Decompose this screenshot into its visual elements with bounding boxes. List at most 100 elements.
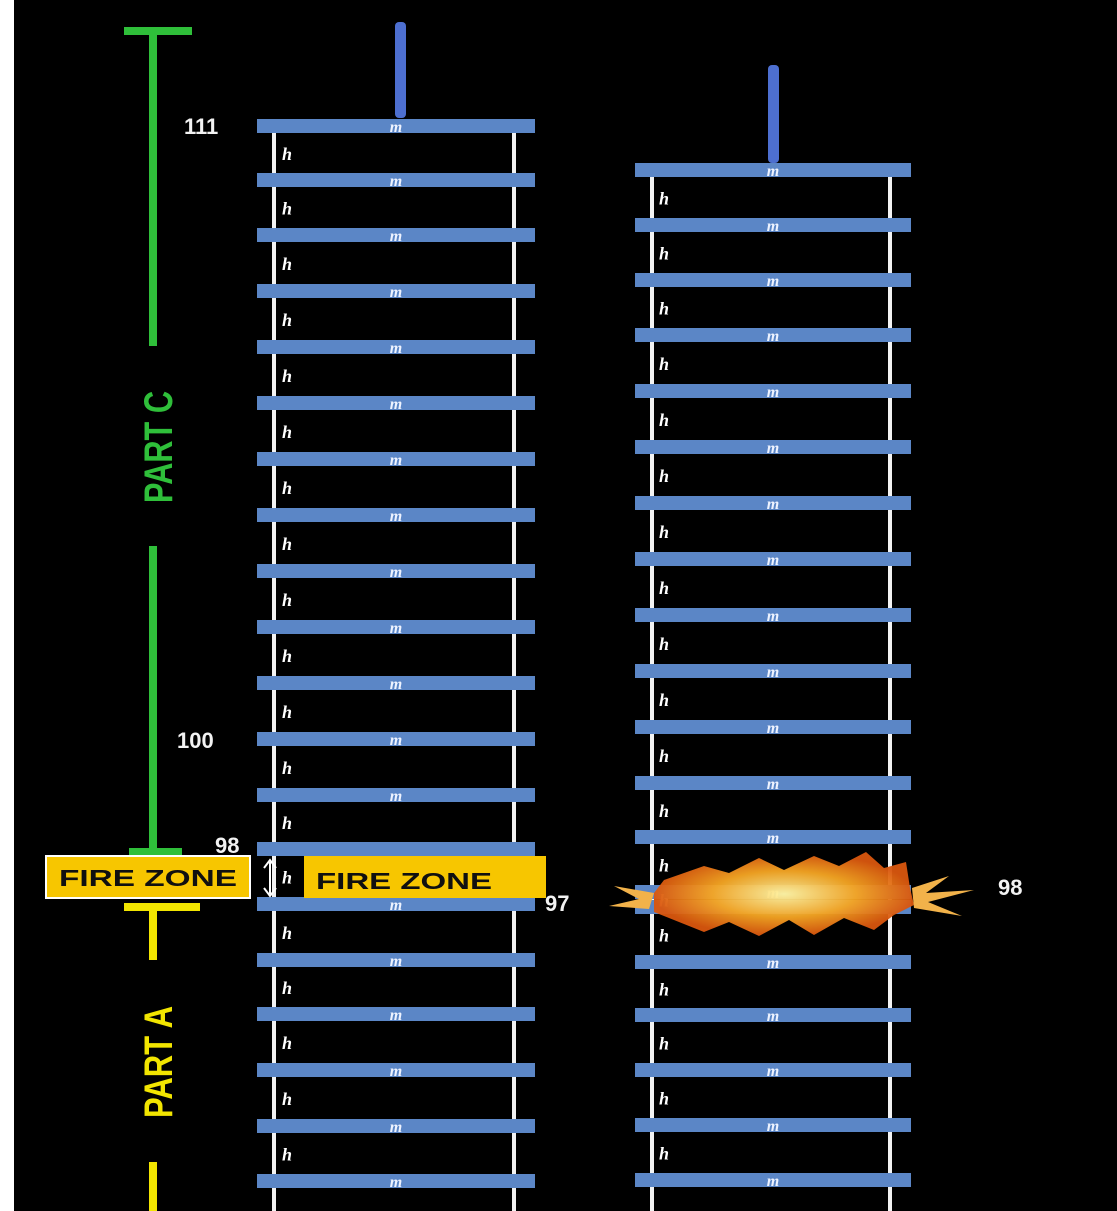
left-floor-slab: m (257, 228, 535, 245)
fire-zone-left-label: FIRE ZONE (59, 865, 237, 891)
right-story-h-label: h (659, 244, 669, 264)
right-story-h-label: h (659, 1034, 669, 1054)
left-antenna (395, 22, 406, 118)
right-floor-m-label: m (767, 440, 779, 457)
right-floor-m-label: m (767, 1118, 779, 1135)
left-floor-slab: m (257, 1063, 535, 1080)
left-floor-slab: m (257, 1119, 535, 1136)
right-floor-m-label: m (767, 328, 779, 345)
right-floor-m-label: m (767, 273, 779, 290)
right-story-h-label: h (659, 354, 669, 374)
right-story-h-label: h (659, 522, 669, 542)
left-floor-m-label: m (390, 284, 402, 301)
right-floor-m-label: m (767, 955, 779, 972)
right-story-h-label: h (659, 299, 669, 319)
right-story-h-label: h (659, 189, 669, 209)
left-floor-slab: m (257, 953, 535, 970)
left-floor-slab: m (257, 1007, 535, 1024)
left-story-h-label: h (282, 978, 292, 998)
right-floor-slab: m (635, 1063, 911, 1080)
right-floor-m-label: m (767, 776, 779, 793)
left-floor-slab: m (257, 732, 535, 749)
right-floor-slab: m (635, 1173, 911, 1190)
right-floor-slab: m (635, 552, 911, 569)
right-floor-slab: m (635, 720, 911, 737)
right-floor-m-label: m (767, 664, 779, 681)
right-floor-slab: m (635, 1008, 911, 1025)
left-story-h-label: h (282, 534, 292, 554)
fire-zone-center-label: FIRE ZONE (316, 868, 492, 894)
left-story-h-label: h (282, 646, 292, 666)
left-floor-slab: m (257, 119, 535, 136)
right-story-h-label: h (659, 410, 669, 430)
left-floor-m-label: m (390, 119, 402, 136)
right-story-h-label: h (659, 746, 669, 766)
floor-97-label: 97 (545, 891, 569, 916)
right-floor-slab: m (635, 608, 911, 625)
right-floor-m-label: m (767, 830, 779, 847)
left-story-h-label: h (282, 310, 292, 330)
right-story-h-label: h (659, 690, 669, 710)
part-a-label: PART A (137, 1006, 181, 1118)
fire-burst (609, 852, 974, 936)
right-story-h-label: h (659, 1089, 669, 1109)
right-floor-slab: m (635, 1118, 911, 1135)
floor-111-label: 111 (184, 114, 218, 139)
right-antenna (768, 65, 779, 163)
part-c-marker: PART C (124, 27, 192, 856)
left-floor-slab: m (257, 508, 535, 525)
right-floor-slab: m (635, 830, 911, 847)
left-story-h-label: h (282, 1033, 292, 1053)
left-floor-slab: m (257, 788, 535, 805)
right-floor-m-label: m (767, 1173, 779, 1190)
left-floor-m-label: m (390, 340, 402, 357)
left-floor-m-label: m (390, 1007, 402, 1024)
left-story-h-label: h (282, 144, 292, 164)
left-floor-m-label: m (390, 173, 402, 190)
right-floor-m-label: m (767, 1063, 779, 1080)
right-column-1 (650, 170, 654, 1211)
left-floor-m-label: m (390, 452, 402, 469)
left-floor-m-label: m (390, 732, 402, 749)
right-story-h-label: h (659, 856, 669, 876)
left-floor-m-label: m (390, 1063, 402, 1080)
right-story-h-label: h (659, 1144, 669, 1164)
left-floor-m-label: m (390, 1119, 402, 1136)
left-story-h-label: h (282, 1145, 292, 1165)
part-a-marker: PART A (124, 903, 200, 1211)
left-story-h-label: h (282, 1089, 292, 1109)
left-floor-slab: m (257, 452, 535, 469)
right-floor-m-label: m (767, 384, 779, 401)
left-floor-m-label: m (390, 676, 402, 693)
left-story-h-label: h (282, 923, 292, 943)
fire-zone-center: FIRE ZONE (304, 856, 546, 898)
right-floor-slab: m (635, 776, 911, 793)
left-floor-slab: m (257, 676, 535, 693)
left-story-h-label: h (282, 422, 292, 442)
right-story-h-label: h (659, 926, 669, 946)
left-column-1 (272, 130, 276, 1211)
left-story-h-label: h (282, 254, 292, 274)
left-story-h-label: h (282, 199, 292, 219)
right-story-h-label: h (659, 801, 669, 821)
right-floor-slab: m (635, 163, 911, 180)
left-story-h-label: h (282, 868, 292, 888)
left-floor-m-label: m (390, 228, 402, 245)
left-floor-slab: m (257, 897, 535, 914)
left-floor-m-label: m (390, 953, 402, 970)
floor-98-right-label: 98 (998, 875, 1022, 900)
right-floor-m-label: m (767, 552, 779, 569)
right-floor-slab: m (635, 218, 911, 235)
left-floor-slab: m (257, 1174, 535, 1191)
left-story-h-label: h (282, 758, 292, 778)
story-height-arrow (263, 858, 277, 898)
right-floor-slab: m (635, 328, 911, 345)
right-floor-m-label: m (767, 496, 779, 513)
fire-zone-left: FIRE ZONE (45, 855, 251, 899)
left-story-h-label: h (282, 478, 292, 498)
right-floor-slab: m (635, 955, 911, 972)
left-column-2 (512, 130, 516, 1211)
